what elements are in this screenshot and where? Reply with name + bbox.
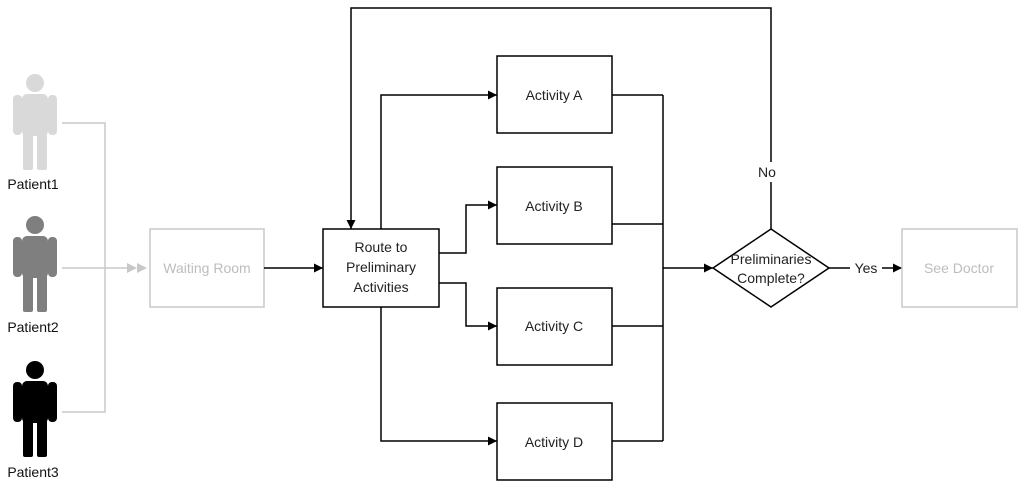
no-label: No <box>758 164 776 180</box>
activity-c-label: Activity C <box>525 318 583 334</box>
route-label-line3: Activities <box>353 279 408 295</box>
route-label-line1: Route to <box>355 239 408 255</box>
no-loop-arrow <box>346 7 772 229</box>
activity-d-box[interactable] <box>496 402 613 481</box>
decision-label-line2: Complete? <box>737 270 805 286</box>
route-to-activity-b-arrow <box>439 200 497 254</box>
patient2-icon <box>13 216 57 312</box>
no-label-background <box>754 162 780 182</box>
activity-b-box[interactable] <box>496 166 613 245</box>
patient2-label: Patient2 <box>7 319 59 335</box>
activity-a-label: Activity A <box>526 87 583 103</box>
route-to-activity-d-arrow <box>380 307 497 446</box>
see-doctor-box[interactable] <box>901 228 1018 308</box>
decision-label-line1: Preliminaries <box>731 251 812 267</box>
activity-d-label: Activity D <box>525 434 583 450</box>
patient1-label: Patient1 <box>7 176 59 192</box>
decision-diamond[interactable] <box>711 228 831 308</box>
patient3-icon <box>13 361 57 457</box>
waiting-room-double-arrow-icon <box>127 263 147 273</box>
route-to-activity-c-arrow <box>439 282 497 331</box>
activity-b-label: Activity B <box>525 198 583 214</box>
yes-label: Yes <box>855 260 878 276</box>
activities-merge-connector <box>612 94 664 442</box>
yes-label-background <box>850 259 882 277</box>
patient1-icon <box>13 74 57 170</box>
patients-to-waiting-room-connector <box>62 122 128 413</box>
waiting-room-label: Waiting Room <box>163 260 250 276</box>
see-doctor-label: See Doctor <box>924 260 994 276</box>
route-to-activity-a-arrow <box>380 90 497 229</box>
route-label-line2: Preliminary <box>346 259 416 275</box>
patient3-label: Patient3 <box>7 464 59 480</box>
activity-a-box[interactable] <box>496 55 613 134</box>
